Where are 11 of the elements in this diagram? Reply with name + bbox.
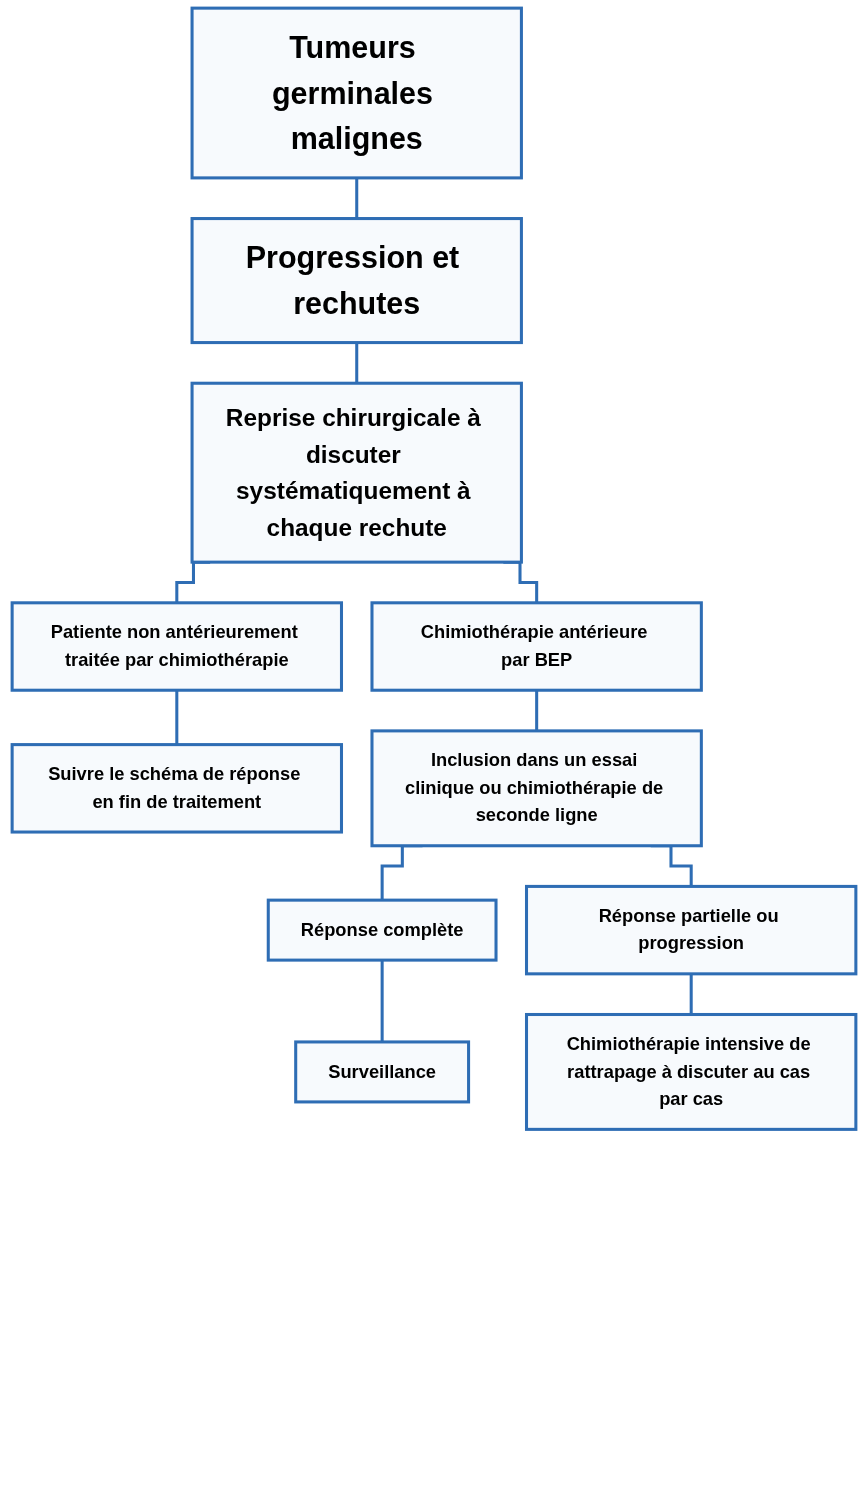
- node-box: Suivre le schéma de réponse en fin de traitement: [10, 743, 343, 834]
- node-box: Inclusion dans un essai clinique ou chimiothérapie de seconde ligne: [370, 729, 703, 848]
- node-box: Réponse complète: [266, 898, 498, 962]
- node-box: Reprise chirurgicale à discuter systématiquement à chaque rechute: [190, 381, 523, 564]
- node-box: Tumeurs germinales malignes: [190, 6, 523, 180]
- node-box: Surveillance: [294, 1040, 471, 1104]
- node-box: Progression et rechutes: [190, 217, 523, 345]
- node-box: Chimiothérapie antérieure par BEP: [370, 601, 703, 692]
- node-box: Chimiothérapie intensive de rattrapage à discuter au cas par cas: [525, 1012, 858, 1131]
- node-box: Patiente non antérieurement traitée par chimiothérapie: [10, 601, 343, 692]
- node-box: Réponse partielle ou progression: [525, 884, 858, 976]
